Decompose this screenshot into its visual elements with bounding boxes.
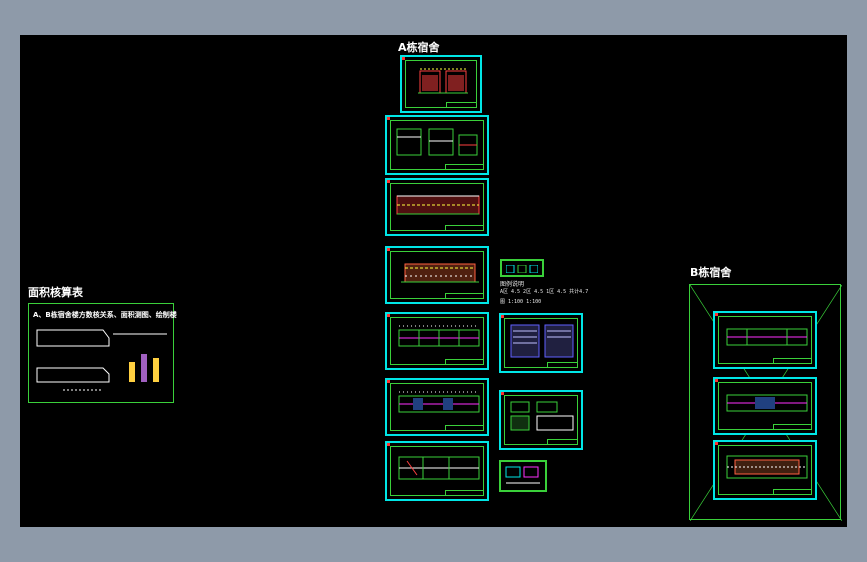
b-floor-plan-2 (726, 394, 808, 412)
facade-elevation-2 (401, 263, 479, 283)
legend-line-2: 图 1:100 1:100 (500, 299, 542, 305)
sheet-a-7[interactable] (385, 441, 489, 501)
sheet-a-3[interactable] (385, 178, 489, 236)
sheet-detail-bottom[interactable] (499, 460, 547, 492)
sheet-a-6[interactable] (385, 378, 489, 436)
sheet-a-5[interactable] (385, 312, 489, 370)
floor-plan-2 (398, 391, 480, 413)
sheet-b-2[interactable] (713, 377, 817, 435)
floor-plan-3 (398, 456, 480, 480)
small-detail (505, 466, 540, 484)
b-floor-plan-1 (726, 328, 808, 346)
sheet-a-1[interactable] (400, 55, 482, 113)
area-calc-title: 面积核算表 (28, 286, 83, 299)
b-building-title: B栋宿舍 (690, 266, 732, 279)
detail-blocks (510, 401, 574, 431)
sheet-notes-2[interactable] (499, 390, 583, 450)
section-drawing (396, 128, 478, 156)
area-calc-sheet[interactable]: A、B栋宿舍楼方数核关系、面积测图、绘制楼 (28, 303, 177, 403)
cad-drawing-canvas[interactable]: A栋宿舍 (20, 35, 847, 527)
sheet-notes-1[interactable] (499, 313, 583, 373)
sheet-b-3[interactable] (713, 440, 817, 500)
facade-elevation (396, 195, 480, 215)
detail-drawing (506, 265, 538, 273)
area-calc-subtitle: A、B栋宿舍楼方数核关系、面积测图、绘制楼 (33, 311, 177, 319)
sheet-detail-small[interactable] (500, 259, 544, 277)
sheet-b-1[interactable] (713, 311, 817, 369)
notes-text-block (510, 324, 574, 358)
floor-plan-1 (398, 325, 480, 347)
a-building-title: A栋宿舍 (398, 41, 440, 54)
elevation-drawing (418, 68, 468, 94)
b-floor-plan-3 (726, 455, 808, 479)
area-calc-diagram (36, 329, 167, 391)
sheet-a-2[interactable] (385, 115, 489, 175)
legend-line-1: A区 4.5 2区 4.5 1区 4.5 共计4.7 (500, 289, 589, 295)
sheet-a-4[interactable] (385, 246, 489, 304)
legend-title: 图例说明 (500, 281, 525, 288)
